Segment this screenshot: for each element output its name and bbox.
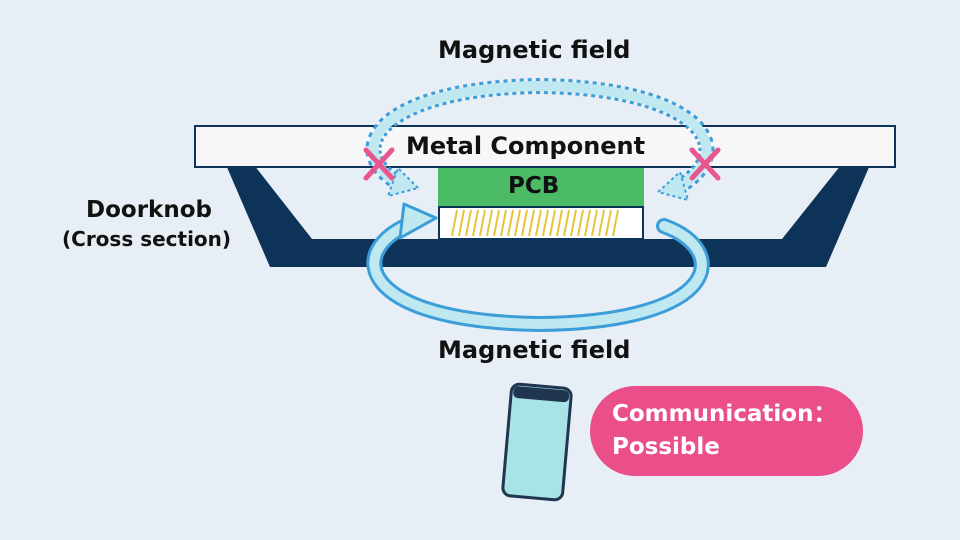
coil-winding-line bbox=[514, 209, 521, 237]
coil-winding-line bbox=[465, 209, 472, 237]
communication-status-text: Communication： Possible bbox=[612, 401, 837, 460]
coil-winding-line bbox=[584, 209, 591, 237]
coil-winding-line bbox=[486, 209, 493, 237]
coil-winding-line bbox=[535, 209, 542, 237]
coil-winding-line bbox=[500, 209, 507, 237]
doorknob-label: Doorknob bbox=[86, 197, 212, 223]
blocked-x-icon bbox=[363, 147, 395, 181]
pcb-board bbox=[438, 168, 644, 208]
blocked-field-arc-fill bbox=[368, 80, 712, 191]
coil-winding-line bbox=[507, 209, 514, 237]
smartphone-icon bbox=[501, 382, 573, 502]
coil-winding-line bbox=[570, 209, 577, 237]
coil-winding-line bbox=[472, 209, 479, 237]
coil-winding-line bbox=[605, 209, 612, 237]
blocked-x-icon bbox=[689, 147, 721, 181]
coil-winding-line bbox=[542, 209, 549, 237]
metal-component-label: Metal Component bbox=[406, 132, 646, 160]
coil-winding-line bbox=[528, 209, 535, 237]
doorknob-sublabel: (Cross section) bbox=[62, 227, 232, 251]
coil-winding-line bbox=[563, 209, 570, 237]
coil-winding-line bbox=[549, 209, 556, 237]
coil-winding-line bbox=[612, 209, 619, 237]
magnetic-field-top-label: Magnetic field bbox=[438, 36, 631, 64]
communication-status-badge: Communication： Possible bbox=[590, 386, 863, 476]
coil-winding-line bbox=[556, 209, 563, 237]
coil-winding-line bbox=[598, 209, 605, 237]
coil-windings bbox=[451, 209, 619, 237]
pcb-label: PCB bbox=[508, 173, 560, 199]
coil-winding-line bbox=[479, 209, 486, 237]
coil-winding-line bbox=[577, 209, 584, 237]
coil-winding-line bbox=[451, 209, 458, 237]
curved-arrow-icon bbox=[655, 170, 690, 202]
curved-arrow-icon bbox=[398, 202, 438, 240]
coil-winding-line bbox=[493, 209, 500, 237]
field-loop-fill bbox=[369, 219, 707, 330]
metal-component-plate bbox=[194, 125, 896, 168]
magnetic-field-bottom-label: Magnetic field bbox=[438, 336, 631, 364]
coil-winding-line bbox=[591, 209, 598, 237]
coil-winding-line bbox=[458, 209, 465, 237]
curved-arrow-icon bbox=[386, 166, 420, 198]
coil-winding-line bbox=[521, 209, 528, 237]
